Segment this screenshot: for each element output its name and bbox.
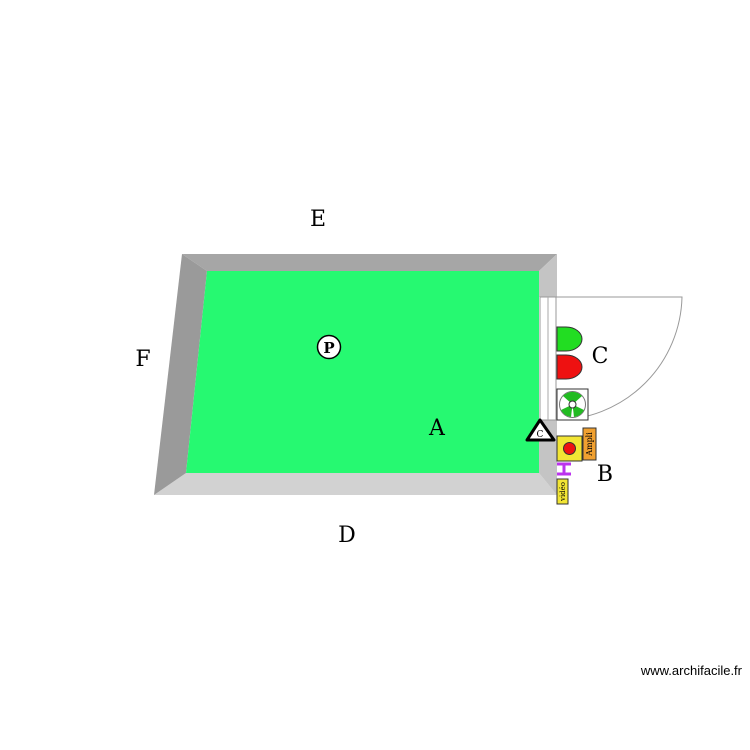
fan-icon (556, 388, 589, 421)
purple-connector-icon (557, 462, 571, 476)
wall-label-c: C (592, 344, 609, 369)
wall-left-f (154, 254, 207, 495)
control-panel-icon (556, 435, 583, 462)
sensor-triangle-icon: C (525, 418, 556, 442)
wall-label-b: B (597, 462, 613, 487)
room-a-floor[interactable] (186, 271, 539, 473)
socket-letter: P (323, 339, 334, 357)
wall-right-upper (539, 254, 557, 297)
video-icon: vidéo (556, 478, 569, 505)
amplifier-label: Ampli (585, 432, 594, 457)
wall-label-f: F (135, 347, 150, 372)
amplifier-icon: Ampli (582, 427, 597, 461)
wall-top-e (182, 254, 557, 271)
wall-bottom-d (154, 473, 557, 495)
green-light-icon (556, 326, 583, 352)
watermark-text: www.archifacile.fr (640, 663, 742, 678)
video-label: vidéo (559, 482, 567, 502)
red-light-icon (556, 354, 583, 380)
wall-label-d: D (338, 523, 356, 548)
wall-label-e: E (310, 207, 326, 232)
sensor-letter: C (537, 430, 544, 440)
socket-p-icon[interactable]: P (316, 334, 342, 360)
room-label-a: A (428, 416, 446, 441)
